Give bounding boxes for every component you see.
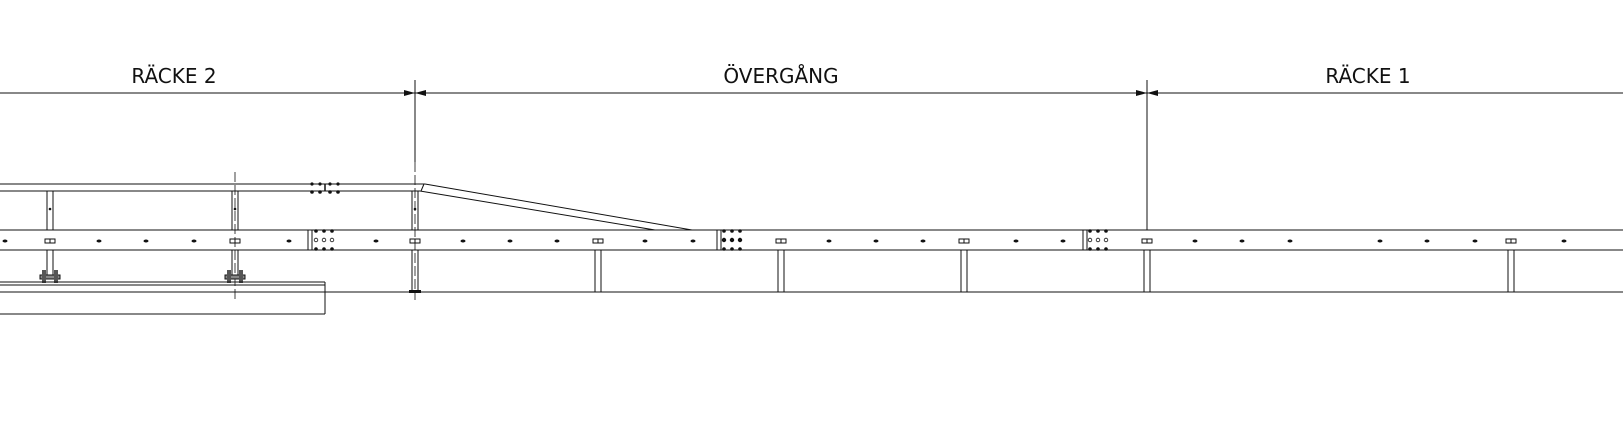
splice-bolt bbox=[322, 247, 326, 251]
bolt bbox=[318, 182, 322, 186]
beam-hole bbox=[1060, 239, 1066, 243]
dimension-arrow bbox=[1136, 90, 1147, 96]
splice-bolt bbox=[313, 237, 319, 243]
beam-hole bbox=[2, 239, 8, 243]
transition-rail-edge bbox=[419, 190, 656, 231]
beam-hole bbox=[1192, 239, 1198, 243]
beam-hole bbox=[1424, 239, 1430, 243]
splice-bolt bbox=[738, 247, 742, 251]
splice-bolt bbox=[730, 229, 734, 233]
splice-bolt bbox=[1104, 247, 1108, 251]
transition-rail-edge bbox=[424, 183, 693, 231]
splice-bolt bbox=[1087, 237, 1093, 243]
beam-hole bbox=[1287, 239, 1293, 243]
bolt bbox=[310, 190, 314, 194]
dimension-arrow bbox=[404, 90, 415, 96]
beam-hole bbox=[690, 239, 696, 243]
bolt bbox=[328, 182, 332, 186]
post-bolt bbox=[233, 207, 237, 211]
beam-hole bbox=[191, 239, 197, 243]
splice-bolt bbox=[1088, 229, 1092, 233]
splice-bolt bbox=[321, 237, 327, 243]
beam-hole bbox=[1561, 239, 1567, 243]
splice-bolt bbox=[1104, 229, 1108, 233]
section-label-racke-1: RÄCKE 1 bbox=[1325, 64, 1411, 88]
splice-bolt bbox=[1088, 247, 1092, 251]
splice-bolt bbox=[314, 247, 318, 251]
splice-bolt bbox=[729, 237, 735, 243]
beam-hole bbox=[286, 239, 292, 243]
dimension-arrow bbox=[1147, 90, 1158, 96]
anchor-bolt bbox=[227, 270, 231, 283]
anchor-bolt bbox=[54, 270, 58, 283]
splice-bolt bbox=[329, 237, 335, 243]
splice-bolt bbox=[330, 229, 334, 233]
splice-bolt bbox=[1096, 247, 1100, 251]
bolt bbox=[318, 190, 322, 194]
splice-bolt bbox=[330, 247, 334, 251]
splice-bolt bbox=[322, 229, 326, 233]
bolt bbox=[336, 182, 340, 186]
section-label-overgang: ÖVERGÅNG bbox=[723, 64, 839, 88]
beam-hole bbox=[642, 239, 648, 243]
splice-bolt bbox=[738, 229, 742, 233]
beam-hole bbox=[873, 239, 879, 243]
splice-bolt bbox=[722, 247, 726, 251]
beam-hole bbox=[373, 239, 379, 243]
splice-bolt bbox=[722, 229, 726, 233]
splice-bolt bbox=[1095, 237, 1101, 243]
base-plate bbox=[39, 274, 61, 280]
bolt bbox=[336, 190, 340, 194]
splice-bolt bbox=[1103, 237, 1109, 243]
splice-bolt bbox=[737, 237, 743, 243]
rail-bend bbox=[420, 183, 425, 192]
section-label-racke-2: RÄCKE 2 bbox=[131, 64, 217, 88]
beam-hole bbox=[96, 239, 102, 243]
beam-hole bbox=[920, 239, 926, 243]
post-bolt bbox=[48, 207, 52, 211]
beam-hole bbox=[143, 239, 149, 243]
splice-bolt bbox=[730, 247, 734, 251]
beam-hole bbox=[460, 239, 466, 243]
splice-bolt bbox=[1096, 229, 1100, 233]
anchor-bolt bbox=[42, 270, 46, 283]
beam-hole bbox=[826, 239, 832, 243]
beam-hole bbox=[1239, 239, 1245, 243]
anchor-bolt bbox=[239, 270, 243, 283]
dimension-arrow bbox=[415, 90, 426, 96]
splice-bolt bbox=[721, 237, 727, 243]
beam-hole bbox=[1377, 239, 1383, 243]
splice-bolt bbox=[314, 229, 318, 233]
beam-hole bbox=[554, 239, 560, 243]
beam-hole bbox=[1013, 239, 1019, 243]
base-plate bbox=[224, 274, 246, 280]
beam-hole bbox=[1472, 239, 1478, 243]
bolt bbox=[310, 182, 314, 186]
bolt bbox=[328, 190, 332, 194]
beam-hole bbox=[507, 239, 513, 243]
